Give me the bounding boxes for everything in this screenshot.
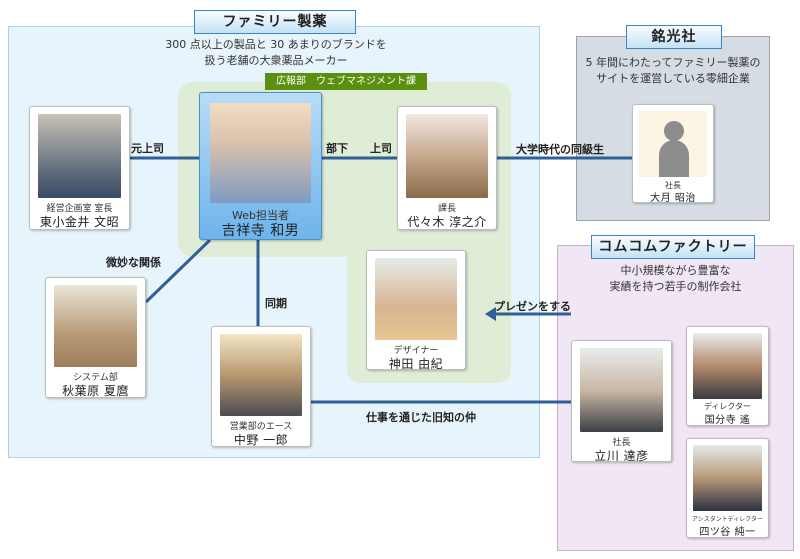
family-description-line2: 扱う老舗の大衆薬品メーカー — [204, 54, 348, 67]
family-title: ファミリー製薬 — [194, 10, 356, 34]
person-role: Web担当者 — [232, 209, 289, 222]
person-card-kanda[interactable]: デザイナー 神田 由紀 — [366, 250, 466, 371]
relation-former-boss: 元上司 — [131, 142, 164, 155]
person-card-yoshijoji[interactable]: Web担当者 吉祥寺 和男 — [199, 92, 322, 240]
person-card-kokubunji[interactable]: ディレクター 国分寺 遙 — [686, 326, 769, 426]
portrait-image — [693, 445, 762, 511]
line-yoshijoji-akihabara — [144, 238, 212, 304]
family-description-line1: 300 点以上の製品と 30 あまりのブランドを — [165, 38, 387, 51]
meiko-description-line2: サイトを運営している零細企業 — [596, 72, 750, 85]
portrait-image — [220, 334, 302, 416]
person-card-tachikawa[interactable]: 社長 立川 達彦 — [571, 340, 672, 463]
person-role: デザイナー — [393, 346, 439, 356]
person-card-yoyogi[interactable]: 課長 代々木 淳之介 — [397, 106, 497, 230]
comcom-description-line1: 中小規模ながら豊富な — [620, 264, 731, 277]
person-card-koganei[interactable]: 経営企画室 室長 東小金井 文昭 — [29, 106, 130, 230]
portrait-image — [210, 103, 311, 203]
person-role: 営業部のエース — [229, 422, 293, 432]
comcom-description: 中小規模ながら豊富な 実績を持つ若手の制作会社 — [557, 263, 794, 295]
placeholder-avatar — [639, 111, 707, 177]
arrow-head-icon — [485, 307, 496, 321]
meiko-description-line1: 5 年間にわたってファミリー製薬の — [585, 56, 761, 69]
portrait-image — [54, 285, 137, 367]
portrait-image — [375, 258, 457, 340]
person-role: 社長 — [665, 181, 681, 190]
department-label: 広報部 ウェブマネジメント課 — [265, 73, 427, 90]
meiko-description: 5 年間にわたってファミリー製薬の サイトを運営している零細企業 — [576, 55, 770, 87]
relation-subtle: 微妙な関係 — [106, 256, 161, 269]
portrait-image — [406, 114, 488, 198]
comcom-description-line2: 実績を持つ若手の制作会社 — [609, 280, 742, 293]
person-role: システム部 — [73, 373, 118, 383]
family-description: 300 点以上の製品と 30 あまりのブランドを 扱う老舗の大衆薬品メーカー — [140, 37, 412, 69]
person-name: 中野 一郎 — [233, 433, 289, 447]
person-name: 神田 由紀 — [388, 357, 444, 371]
person-card-nakano[interactable]: 営業部のエース 中野 一郎 — [211, 326, 311, 447]
portrait-image — [38, 114, 121, 198]
person-name: 国分寺 遙 — [704, 415, 751, 426]
person-name: 代々木 淳之介 — [407, 215, 487, 229]
portrait-image — [580, 348, 663, 432]
meiko-title: 銘光社 — [626, 25, 722, 49]
person-name: 秋葉原 夏麿 — [62, 384, 129, 398]
relation-old-acquaintance: 仕事を通じた旧知の仲 — [366, 411, 476, 424]
person-name: 東小金井 文昭 — [39, 215, 120, 229]
person-card-akihabara[interactable]: システム部 秋葉原 夏麿 — [45, 277, 146, 398]
relation-same-year: 同期 — [265, 297, 287, 310]
person-name: 大月 昭治 — [650, 193, 696, 204]
person-card-otsuki[interactable]: 社長 大月 昭治 — [632, 104, 714, 204]
user-silhouette-icon — [659, 121, 689, 177]
person-name: 四ツ谷 純一 — [699, 527, 756, 538]
portrait-image — [693, 333, 762, 399]
person-role: ディレクター — [703, 402, 752, 411]
person-role: 課長 — [437, 204, 456, 214]
relation-subordinate: 部下 — [326, 142, 348, 155]
person-name: 立川 達彦 — [594, 449, 649, 463]
comcom-title: コムコムファクトリー — [591, 235, 755, 259]
relation-boss: 上司 — [370, 142, 392, 155]
person-role: アシスタントディレクター — [691, 516, 764, 523]
person-role: 社長 — [612, 438, 631, 448]
person-name: 吉祥寺 和男 — [221, 223, 300, 239]
person-card-yotsuya[interactable]: アシスタントディレクター 四ツ谷 純一 — [686, 438, 769, 538]
relation-classmates: 大学時代の同級生 — [516, 143, 604, 156]
person-role: 経営企画室 室長 — [46, 204, 113, 214]
relation-presents: プレゼンをする — [494, 300, 571, 313]
